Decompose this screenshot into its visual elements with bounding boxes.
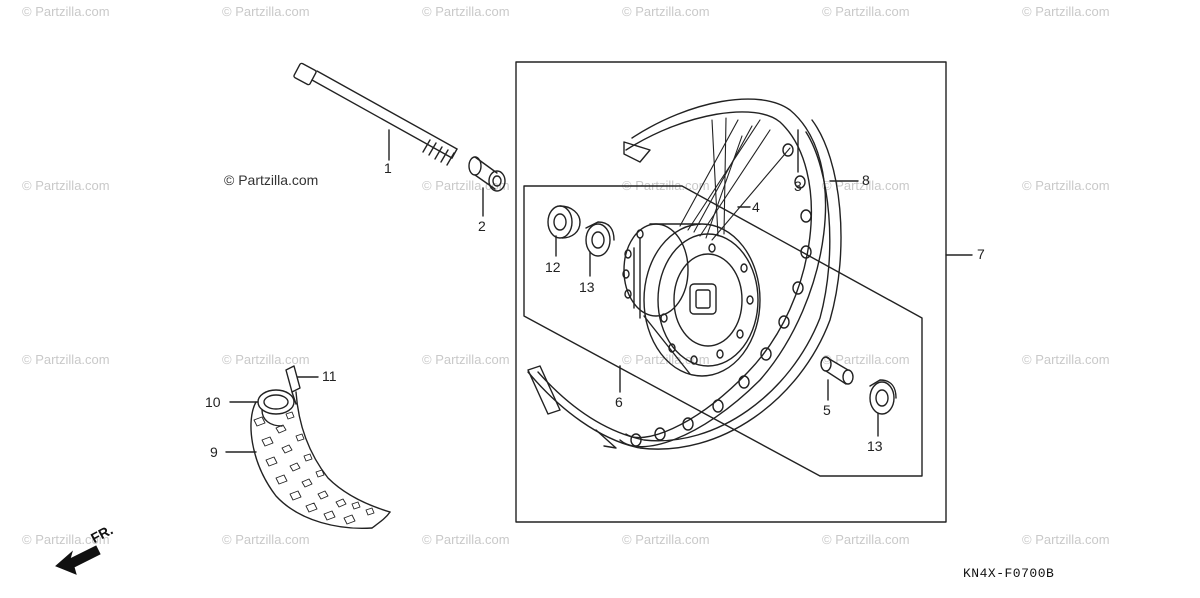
watermark: © Partzilla.com <box>822 352 910 367</box>
callout-label: 13 <box>867 438 883 454</box>
front-direction-arrow-icon <box>55 545 101 575</box>
watermark: © Partzilla.com <box>422 178 510 193</box>
callout-label: 9 <box>210 444 218 460</box>
rim-part <box>527 98 842 450</box>
callout-label: 13 <box>579 279 595 295</box>
watermark: © Partzilla.com <box>222 532 310 547</box>
bearing-part <box>585 221 615 257</box>
distance-collar-part <box>820 356 854 385</box>
bearing-part <box>547 205 581 239</box>
callout-label: 1 <box>384 160 392 176</box>
callout-label: 11 <box>322 368 337 384</box>
watermark: © Partzilla.com <box>422 4 510 19</box>
spokes-part <box>679 117 791 241</box>
watermark: © Partzilla.com <box>1022 532 1110 547</box>
watermark: © Partzilla.com <box>22 178 110 193</box>
callout-label: 10 <box>205 394 221 410</box>
watermark: © Partzilla.com <box>1022 4 1110 19</box>
inline-watermark: © Partzilla.com <box>224 172 319 188</box>
tire-part <box>250 391 391 529</box>
watermark: © Partzilla.com <box>422 532 510 547</box>
callout-label: 12 <box>545 259 561 275</box>
watermark: © Partzilla.com <box>22 4 110 19</box>
callout-label: 7 <box>977 246 985 262</box>
rim-band-part <box>285 365 301 405</box>
watermark: © Partzilla.com <box>422 352 510 367</box>
watermark: © Partzilla.com <box>822 178 910 193</box>
side-collar-part <box>468 156 506 192</box>
callout-label: 6 <box>615 394 623 410</box>
watermark: © Partzilla.com <box>822 4 910 19</box>
callout-label: 8 <box>862 172 870 188</box>
watermark: © Partzilla.com <box>822 532 910 547</box>
watermark: © Partzilla.com <box>22 532 110 547</box>
watermark: © Partzilla.com <box>622 532 710 547</box>
watermark: © Partzilla.com <box>622 4 710 19</box>
hub-subassembly-box <box>523 185 923 477</box>
axle-part <box>293 62 458 166</box>
watermark: © Partzilla.com <box>222 4 310 19</box>
watermark: © Partzilla.com <box>222 352 310 367</box>
watermark: © Partzilla.com <box>1022 352 1110 367</box>
assembly-box <box>515 61 947 523</box>
watermark: © Partzilla.com <box>1022 178 1110 193</box>
watermark: © Partzilla.com <box>22 352 110 367</box>
bearing-part <box>869 379 897 415</box>
callout-label: 4 <box>752 199 760 215</box>
callout-label: 2 <box>478 218 486 234</box>
callout-label: 3 <box>794 178 802 194</box>
hub-part <box>622 223 761 377</box>
callout-label: 5 <box>823 402 831 418</box>
figure-code: KN4X-F0700B <box>963 566 1055 581</box>
